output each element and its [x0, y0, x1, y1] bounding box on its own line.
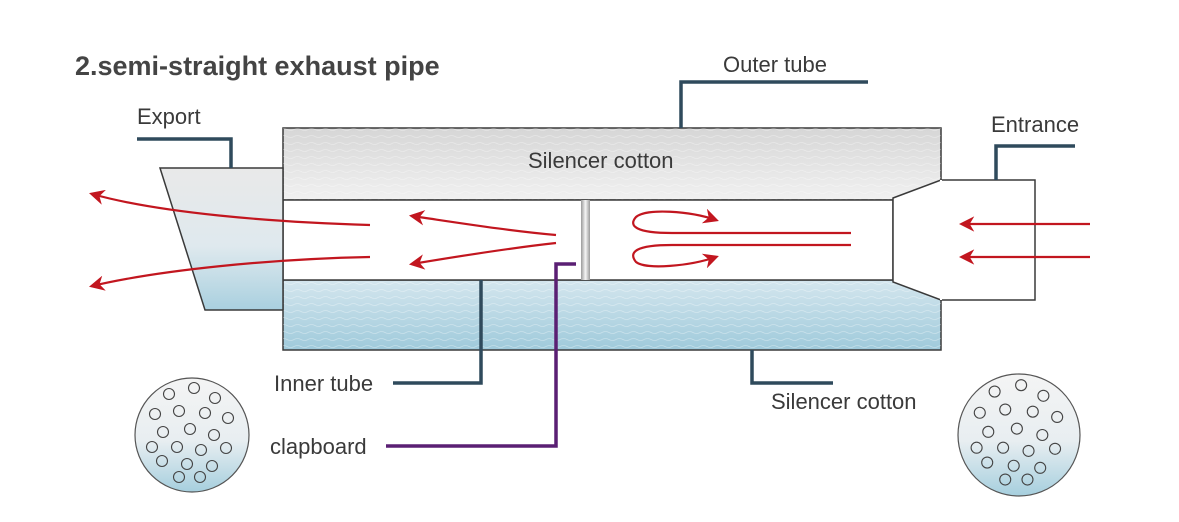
export-nozzle	[158, 167, 284, 311]
export-leader	[137, 137, 233, 168]
perforation-hole	[198, 406, 212, 420]
perforation-hole	[1036, 428, 1049, 442]
export-label: Export	[137, 104, 201, 129]
perforation-hole	[207, 428, 221, 442]
perforation-hole	[1048, 442, 1062, 455]
perforation-hole	[155, 454, 169, 468]
flow-arrow-swirl-bottom	[632, 243, 851, 269]
perforation-hole	[205, 459, 219, 473]
left-perforated-disc-icon	[134, 377, 250, 493]
silencer-cotton-top	[282, 127, 942, 201]
perforation-hole	[981, 456, 994, 469]
perforation-hole	[172, 404, 186, 418]
entrance-label: Entrance	[991, 112, 1079, 137]
perforation-hole	[1007, 459, 1020, 472]
outer-tube-leader	[679, 80, 868, 128]
perforation-hole	[999, 403, 1012, 416]
perforation-hole	[1051, 410, 1064, 424]
perforation-hole	[973, 406, 986, 419]
flow-arrow-exhaust-bottom	[89, 255, 371, 291]
flow-arrow-mid-bottom	[408, 241, 557, 270]
flow-arrow-exhaust-top	[89, 189, 371, 227]
silencer-cotton-bottom-label: Silencer cotton	[771, 389, 917, 414]
flow-arrow-mid-top	[408, 210, 557, 237]
perforation-hole	[1010, 422, 1023, 435]
perforation-hole	[194, 443, 208, 457]
silencer-cotton-bottom	[282, 279, 942, 351]
clapboard	[581, 200, 590, 280]
perforation-hole	[162, 387, 176, 401]
perforation-hole	[1026, 405, 1039, 418]
perforation-hole	[970, 441, 983, 454]
perforation-hole	[187, 381, 201, 395]
inner-tube-leader	[393, 280, 483, 385]
perforation-hole	[221, 411, 235, 425]
flow-arrow-swirl-top	[632, 208, 851, 235]
perforation-hole	[1015, 379, 1028, 392]
perforation-hole	[997, 441, 1010, 454]
silencer-cotton-leader	[750, 350, 833, 385]
perforation-hole	[148, 407, 162, 421]
diagram-title: 2.semi-straight exhaust pipe	[75, 51, 440, 81]
perforation-hole	[172, 470, 186, 484]
perforation-hole	[219, 441, 233, 455]
perforation-hole	[170, 440, 184, 454]
perforation-hole	[1021, 473, 1034, 486]
perforation-hole	[1037, 389, 1050, 402]
outer-tube-label: Outer tube	[723, 52, 827, 77]
silencer-cotton-top-label: Silencer cotton	[528, 148, 674, 173]
entrance-pipe	[892, 179, 1036, 301]
perforation-hole	[156, 425, 170, 439]
perforation-hole	[208, 391, 222, 405]
clapboard-leader	[386, 262, 576, 448]
perforation-hole	[1022, 444, 1035, 457]
perforation-hole	[145, 440, 159, 454]
right-perforated-disc-icon	[957, 373, 1081, 497]
clapboard-label: clapboard	[270, 434, 367, 459]
perforation-hole	[1034, 461, 1047, 474]
perforation-hole	[180, 457, 194, 471]
perforation-hole	[183, 422, 197, 436]
perforation-hole	[999, 473, 1012, 486]
entrance-leader	[994, 144, 1075, 180]
perforation-hole	[193, 470, 207, 484]
perforation-hole	[982, 425, 995, 438]
inner-tube-label: Inner tube	[274, 371, 373, 396]
perforation-hole	[988, 385, 1001, 398]
